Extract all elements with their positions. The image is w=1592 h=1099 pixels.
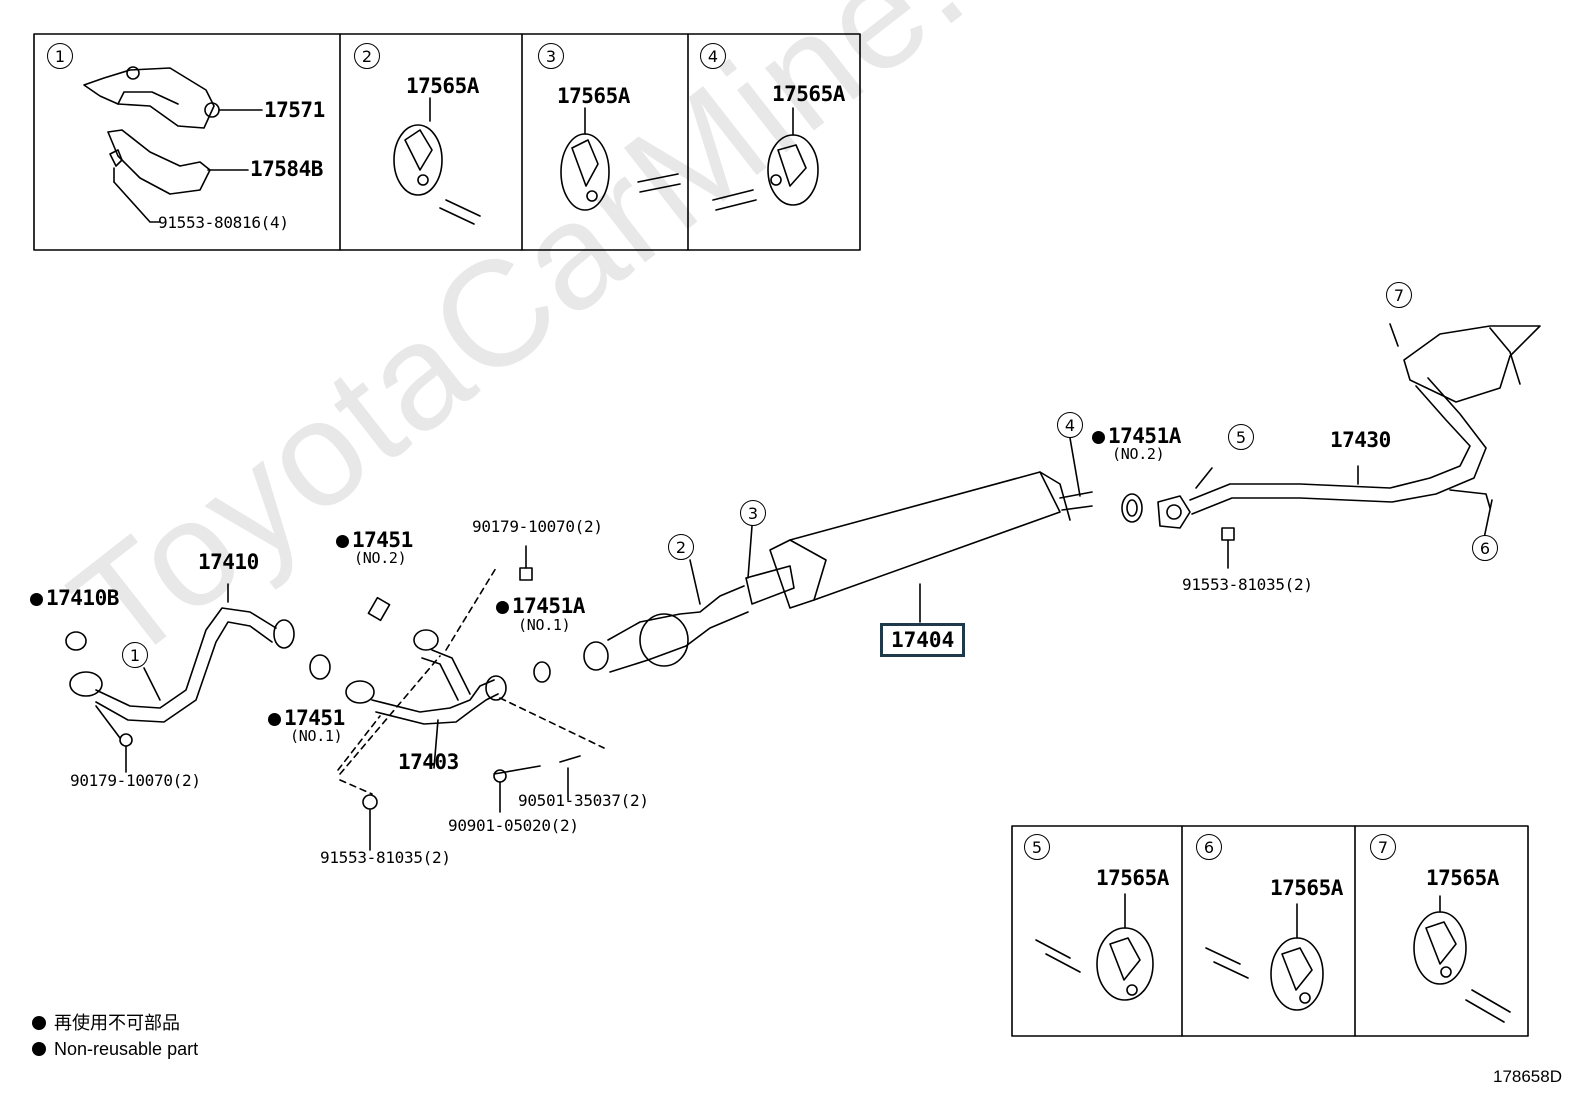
callout-1: 1 [122, 642, 148, 668]
gasket-icon [1121, 493, 1143, 523]
part-label-17410: 17410 [198, 550, 259, 574]
muffler-icon [583, 471, 1093, 673]
detail-number-2: 2 [354, 43, 380, 69]
part-label-17451A-no2-sub: (NO.2) [1112, 445, 1165, 463]
top-detail-frame [33, 33, 861, 251]
part-label-17451-no2: 17451 [336, 530, 413, 551]
part-label-90501-35037: 90501-35037(2) [518, 791, 649, 810]
mount-icon-4 [712, 107, 819, 211]
part-label-17571: 17571 [264, 98, 325, 122]
part-label-90179-10070-left: 90179-10070(2) [70, 771, 201, 790]
part-label-17565A-7: 17565A [1426, 866, 1499, 890]
part-label-91553-80816: 91553-80816(4) [158, 213, 289, 232]
tail-pipe-icon [1157, 323, 1541, 569]
detail-number-4: 4 [700, 43, 726, 69]
mount-icon-5 [1035, 893, 1154, 1001]
part-label-17565A-4: 17565A [772, 82, 845, 106]
part-label-17565A-5: 17565A [1096, 866, 1169, 890]
callout-6: 6 [1472, 535, 1498, 561]
legend: 再使用不可部品 Non-reusable part [32, 1010, 198, 1062]
legend-line-en: Non-reusable part [32, 1036, 198, 1062]
mount-icon-3 [560, 107, 681, 211]
center-pipe-icon [309, 545, 605, 851]
part-label-90901-05020: 90901-05020(2) [448, 816, 579, 835]
part-label-17451-no2-sub: (NO.2) [354, 549, 407, 567]
bracket-icon [83, 66, 263, 223]
part-label-90179-10070-mid: 90179-10070(2) [472, 517, 603, 536]
callout-5: 5 [1228, 424, 1254, 450]
part-label-17565A-3: 17565A [557, 84, 630, 108]
detail-number-3: 3 [538, 43, 564, 69]
callout-3: 3 [740, 500, 766, 526]
diagram-code: 178658D [1492, 1067, 1562, 1086]
callout-4: 4 [1057, 412, 1083, 438]
part-label-91553-81035-left: 91553-81035(2) [320, 848, 451, 867]
part-label-17584B: 17584B [250, 157, 323, 181]
part-label-17451-no1-sub: (NO.1) [290, 727, 343, 745]
part-label-91553-81035-right: 91553-81035(2) [1182, 575, 1313, 594]
part-label-17451A-no2: 17451A [1092, 426, 1181, 447]
callout-7: 7 [1386, 282, 1412, 308]
part-label-17430: 17430 [1330, 428, 1391, 452]
part-label-17451A-no1: 17451A [496, 596, 585, 617]
mount-icon-6 [1205, 903, 1324, 1011]
detail-number-7: 7 [1370, 834, 1396, 860]
part-label-17404-highlighted: 17404 [880, 623, 966, 657]
mount-icon-2 [393, 97, 481, 225]
part-label-17403: 17403 [398, 750, 459, 774]
mount-icon-7 [1413, 895, 1511, 1023]
front-pipe-icon [65, 607, 295, 773]
part-label-17410B: 17410B [30, 588, 119, 609]
part-label-17565A-6: 17565A [1270, 876, 1343, 900]
part-label-17451-no1: 17451 [268, 708, 345, 729]
part-label-17565A-2: 17565A [406, 74, 479, 98]
part-label-17451A-no1-sub: (NO.1) [518, 616, 571, 634]
bottom-detail-frame [1011, 825, 1529, 1037]
detail-number-6: 6 [1196, 834, 1222, 860]
detail-number-1: 1 [47, 43, 73, 69]
callout-2: 2 [668, 534, 694, 560]
detail-number-5: 5 [1024, 834, 1050, 860]
legend-line-jp: 再使用不可部品 [32, 1010, 198, 1036]
